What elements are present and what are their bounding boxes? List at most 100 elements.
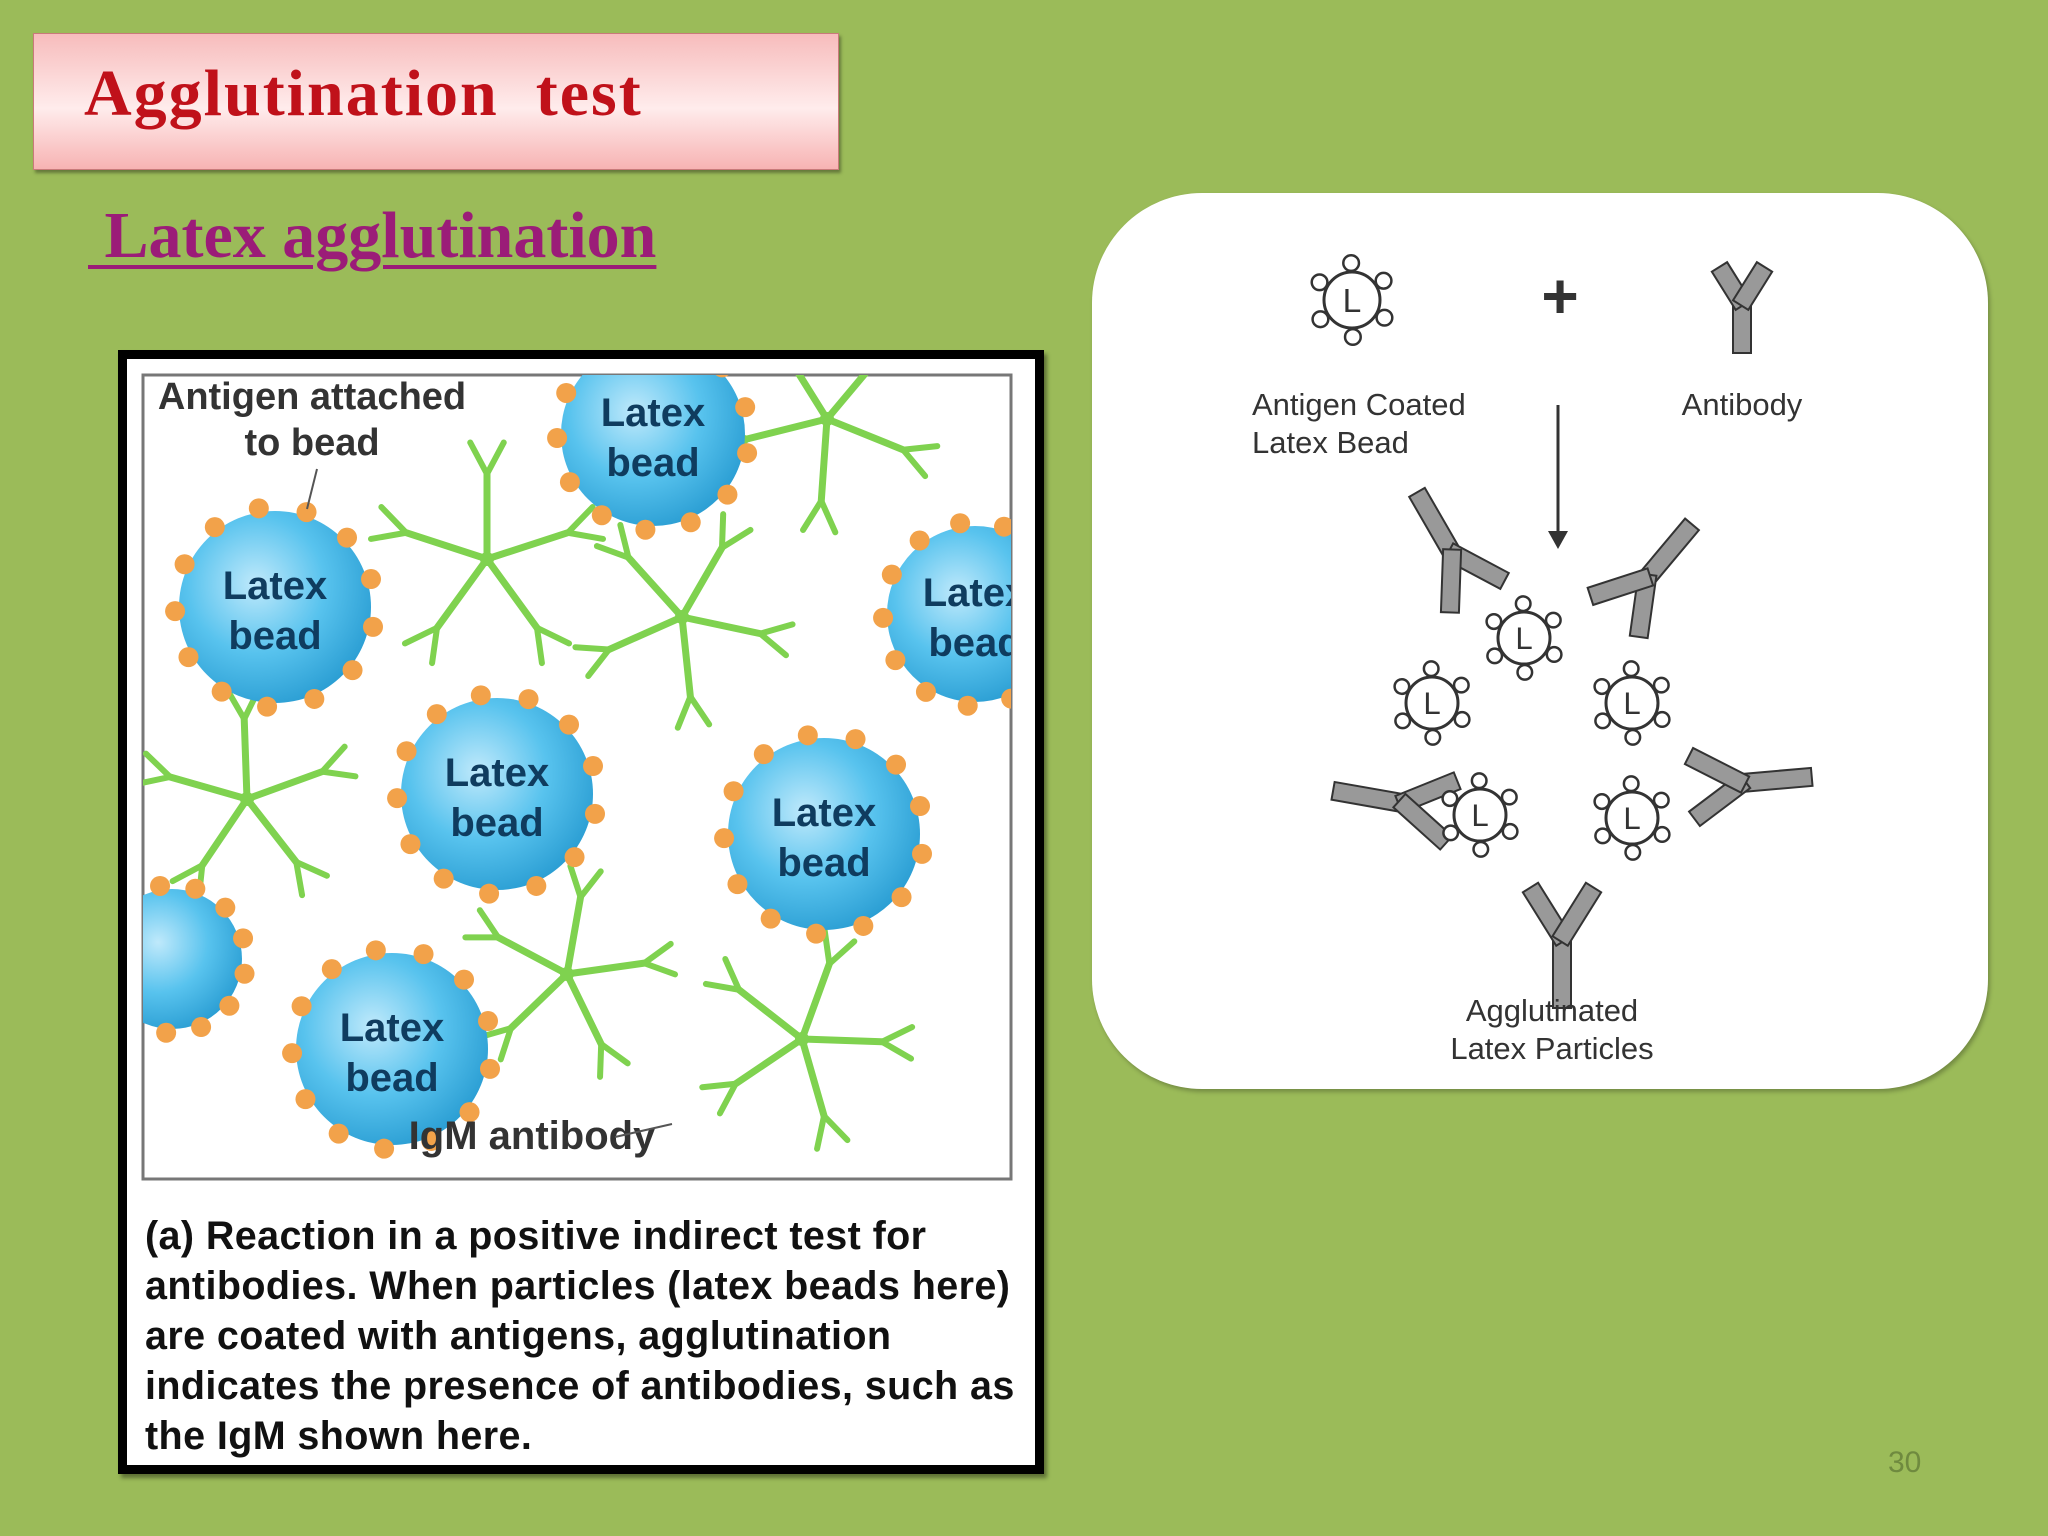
latex-bead: Latex bead <box>165 498 384 717</box>
figure-caption: (a) Reaction in a positive indirect test… <box>145 1211 1025 1461</box>
antigen-dot <box>873 607 894 628</box>
antigen-dot <box>156 1022 177 1043</box>
antigen-dot <box>635 519 656 540</box>
coated-latex-bead: L <box>1593 775 1671 861</box>
antigen-dot <box>845 729 866 750</box>
bead-label-line1: Latex <box>601 391 706 435</box>
antigen-dot <box>165 601 186 622</box>
antigen-dot <box>426 704 447 725</box>
antigen-dot <box>178 647 199 668</box>
antigen-dot <box>547 427 568 448</box>
antigen-dot <box>950 513 971 534</box>
bead-label-line2: bead <box>228 614 321 658</box>
igm-antibody-group <box>143 375 941 1152</box>
antigen-dot <box>191 1017 212 1038</box>
antigen-dot <box>714 828 735 849</box>
antigen-dot <box>518 689 539 710</box>
page-number: 30 <box>1888 1446 1922 1479</box>
antigen-dot <box>910 796 931 817</box>
antigen-dot <box>296 502 317 523</box>
title-banner: Agglutination test <box>33 33 839 170</box>
antigen-dot <box>853 915 874 936</box>
antigen-dot <box>185 878 206 899</box>
agglutinated-label-line2: Latex Particles <box>1450 1031 1653 1066</box>
bead-letter: L <box>1343 283 1362 320</box>
antigen-label-line2: to bead <box>244 422 379 464</box>
bead-label-line1: Latex <box>772 791 877 835</box>
antigen-dot <box>204 517 225 538</box>
plus-sign: + <box>1541 260 1578 332</box>
antigen-dot <box>1001 688 1011 709</box>
bead-label-line1: Latex <box>223 564 328 608</box>
slide-title: Agglutination test <box>84 57 643 130</box>
antigen-dot <box>470 685 491 706</box>
antigen-dot <box>282 1043 303 1064</box>
antigen-dot <box>396 741 417 762</box>
bead-letter: L <box>1423 686 1440 721</box>
antigen-dot <box>556 382 577 403</box>
coated-latex-bead: L <box>1441 772 1519 858</box>
antigen-dot <box>337 527 358 548</box>
antigen-dot <box>174 554 195 575</box>
antigen-dot <box>559 714 580 735</box>
bead-letter: L <box>1515 621 1532 656</box>
antigen-dot <box>374 1138 395 1159</box>
antigen-dot <box>585 803 606 824</box>
antigen-dot <box>583 756 604 777</box>
antigen-dot <box>413 944 434 965</box>
antibody-y <box>1586 517 1701 640</box>
antigen-dot <box>737 443 758 464</box>
antigen-dot <box>433 868 454 889</box>
antigen-dot <box>760 908 781 929</box>
antigen-dot <box>735 397 756 418</box>
antigen-dot <box>753 744 774 765</box>
coated-latex-bead: L <box>1485 595 1563 681</box>
antigen-pointer <box>306 468 318 510</box>
antigen-dot <box>387 788 408 809</box>
antigen-dot <box>480 1058 501 1079</box>
antigen-dot <box>361 569 382 590</box>
caption-text: Reaction in a positive indirect test for… <box>145 1214 1015 1458</box>
caption-label: (a) <box>145 1214 195 1258</box>
antigen-dot <box>885 650 906 671</box>
antigen-dot <box>321 959 342 980</box>
antigen-dot <box>215 897 236 918</box>
igm-label: IgM antibody <box>409 1114 656 1158</box>
antigen-dot <box>886 754 907 775</box>
igm-antibody <box>572 511 796 731</box>
bead-label-line2: bead <box>606 441 699 485</box>
antigen-dot <box>304 688 325 709</box>
antigen-dot <box>479 883 500 904</box>
latex-bead <box>143 875 255 1043</box>
coated-bead-label-line1: Antigen Coated <box>1252 387 1466 422</box>
antigen-dot <box>680 512 701 533</box>
antigen-dot <box>421 1130 442 1151</box>
antigen-dot <box>715 375 729 378</box>
antigen-dot <box>585 359 605 367</box>
antibody-label: Antibody <box>1682 387 1803 422</box>
antigen-dot <box>459 1102 480 1123</box>
bead-letter: L <box>1623 801 1640 836</box>
antibody-y <box>1710 260 1774 354</box>
coated-bead-label-line2: Latex Bead <box>1252 425 1409 460</box>
antigen-dot <box>891 887 912 908</box>
antibody-y <box>1330 771 1462 851</box>
coated-latex-bead: L <box>1310 253 1394 347</box>
antigen-dot <box>727 874 748 895</box>
coated-latex-bead: L <box>1393 660 1471 746</box>
antigen-dot <box>526 875 547 896</box>
bead-label-line1: Latex <box>923 571 1028 615</box>
antigen-dot <box>363 616 384 637</box>
antigen-dot <box>257 696 278 717</box>
antigen-dot <box>559 472 580 493</box>
latex-bead: Latex bead <box>547 359 758 540</box>
antigen-dot <box>328 1123 349 1144</box>
antigen-dot <box>909 530 930 551</box>
